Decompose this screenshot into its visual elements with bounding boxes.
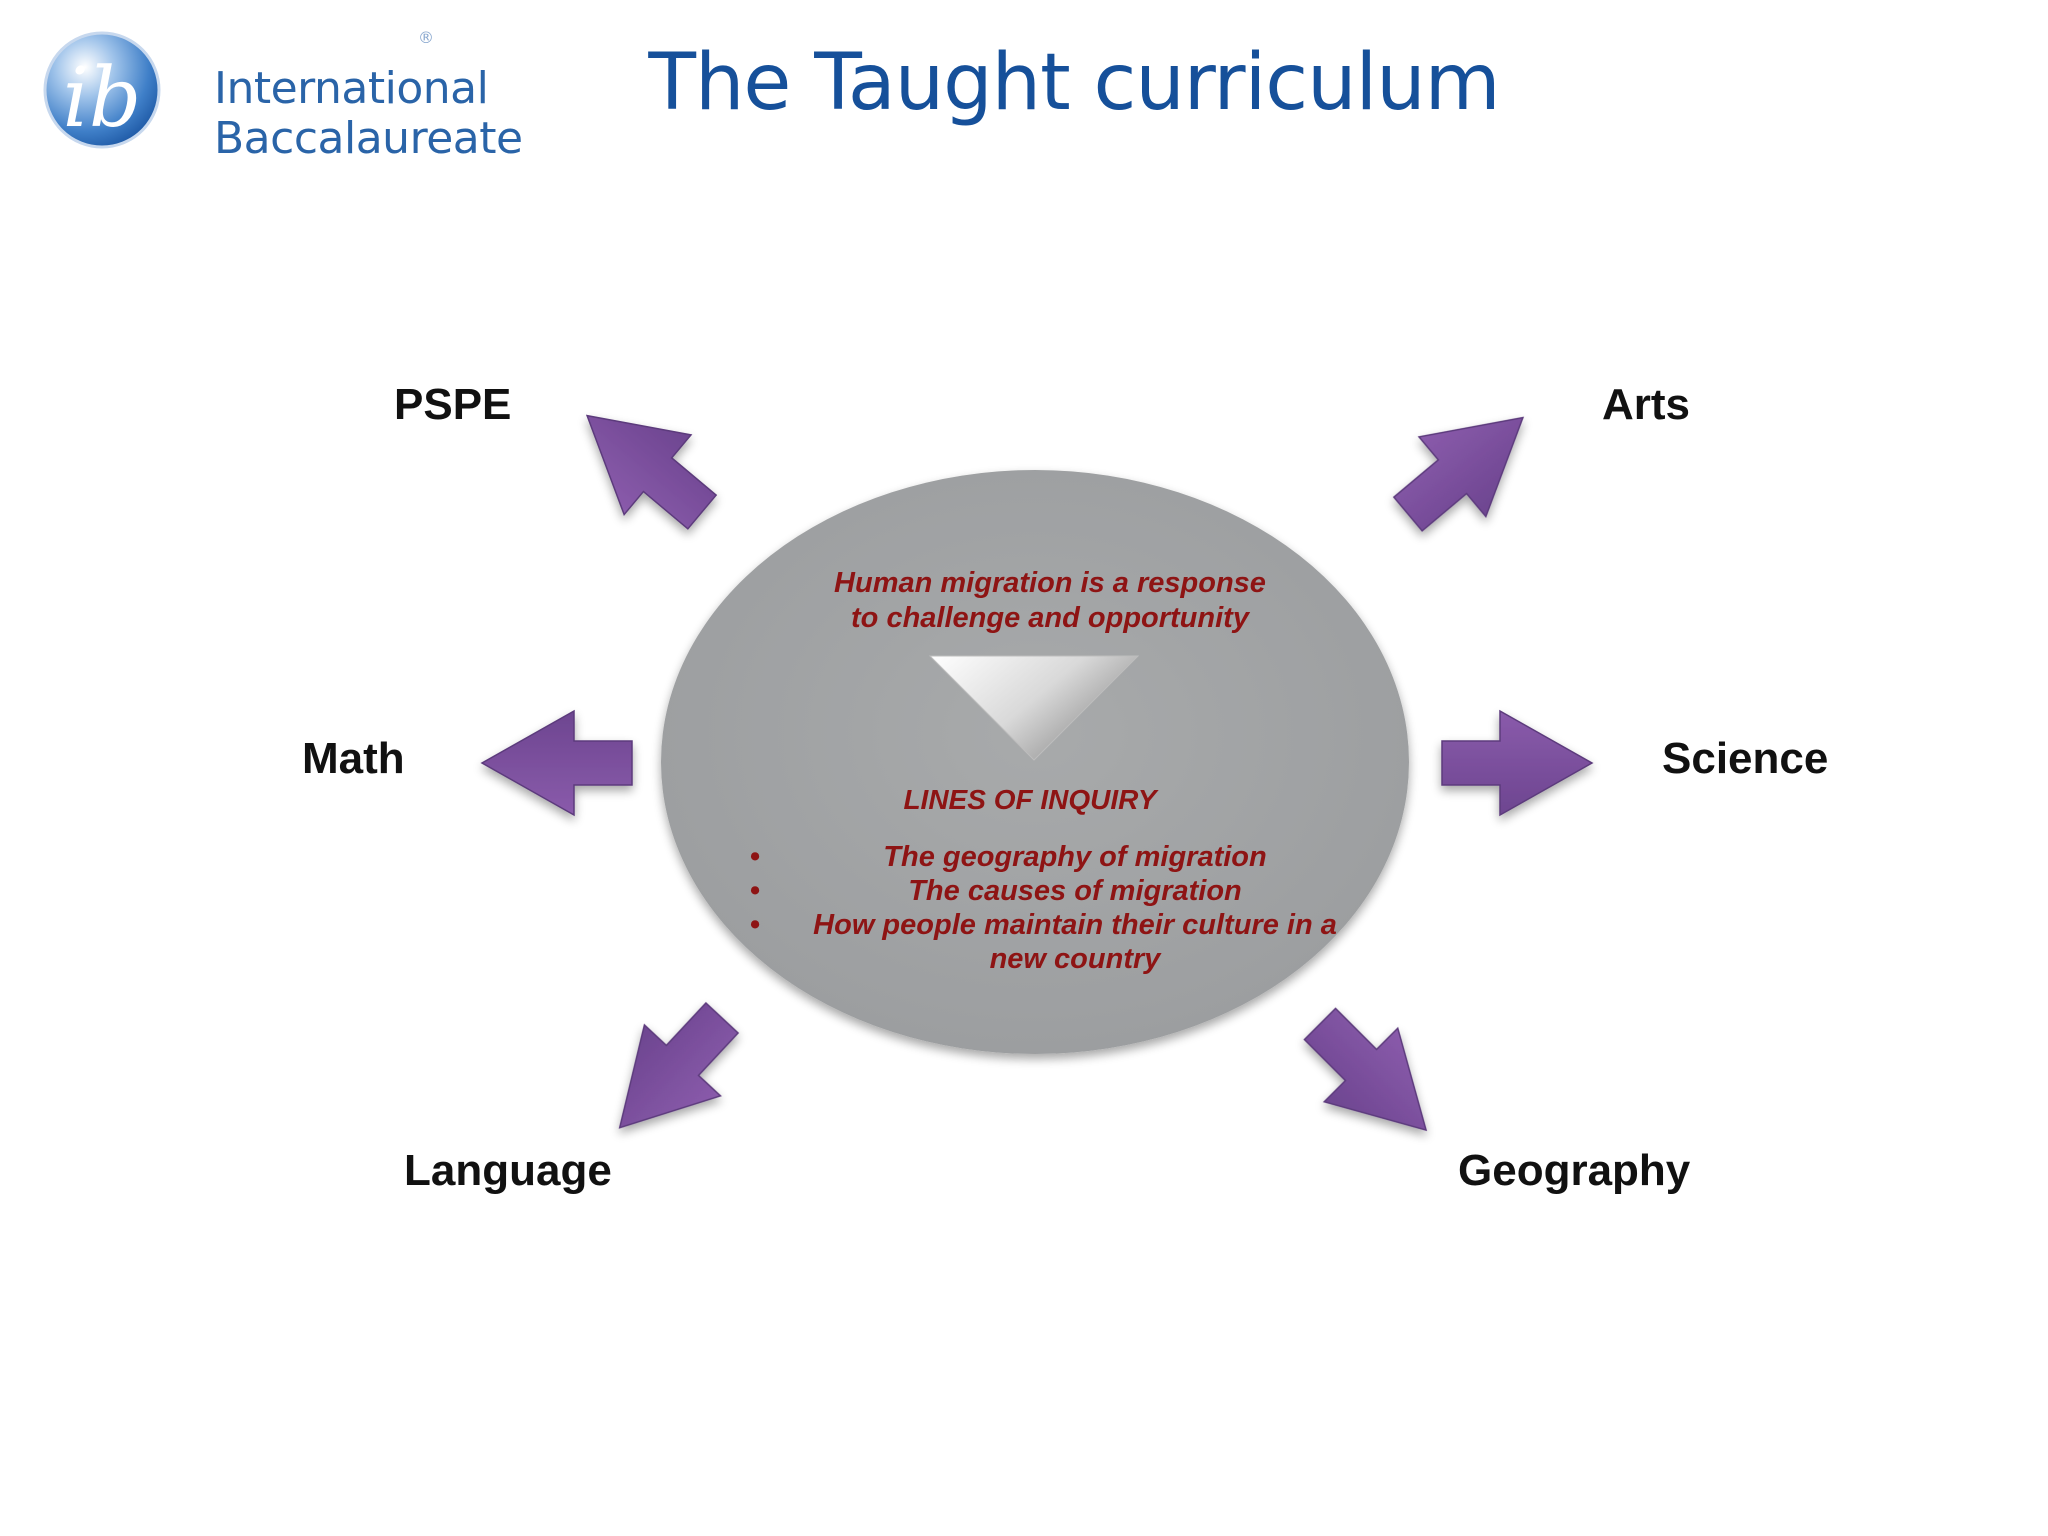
ib-globe-icon: ib bbox=[43, 31, 161, 149]
arrow-to-pspe-icon bbox=[552, 374, 737, 553]
bullet-icon: • bbox=[750, 841, 761, 873]
subject-math: Math bbox=[302, 734, 405, 783]
ib-mark: ib bbox=[63, 51, 142, 146]
lines-of-inquiry-heading: LINES OF INQUIRY bbox=[903, 784, 1157, 815]
central-idea: Human migration is a response to challen… bbox=[780, 566, 1320, 636]
list-item: • The geography of migration bbox=[740, 840, 1360, 874]
arrow-to-arts-icon bbox=[1373, 376, 1558, 555]
subject-geography: Geography bbox=[1458, 1146, 1691, 1195]
subject-arts: Arts bbox=[1602, 380, 1691, 429]
subject-language: Language bbox=[404, 1146, 612, 1195]
subject-pspe: PSPE bbox=[394, 380, 512, 429]
arrow-to-science-icon bbox=[1441, 710, 1593, 816]
arrow-to-language-icon bbox=[580, 981, 761, 1164]
arrow-to-math-icon bbox=[481, 710, 633, 816]
list-item: • How people maintain their culture in a… bbox=[740, 908, 1360, 976]
logo-line-1: International bbox=[214, 63, 489, 114]
arrow-to-geography-icon bbox=[1282, 986, 1464, 1168]
page-title: The Taught curriculum bbox=[648, 38, 1500, 128]
inquiry-line-2: The causes of migration bbox=[908, 875, 1242, 907]
central-idea-ellipse bbox=[661, 470, 1409, 1054]
registered-mark: ® bbox=[418, 28, 434, 47]
logo-line-2: Baccalaureate bbox=[214, 113, 523, 164]
central-idea-line-1: Human migration is a response bbox=[834, 567, 1266, 599]
bullet-icon: • bbox=[750, 875, 761, 907]
lines-of-inquiry-list: • The geography of migration • The cause… bbox=[740, 840, 1360, 976]
central-idea-line-2: to challenge and opportunity bbox=[851, 602, 1249, 634]
subject-science: Science bbox=[1662, 734, 1829, 783]
ib-wordmark: International Baccalaureate bbox=[214, 64, 523, 164]
inquiry-line-1: The geography of migration bbox=[883, 841, 1267, 873]
bullet-icon: • bbox=[750, 909, 761, 941]
ib-logo: ib International Baccalaureate ® bbox=[40, 28, 523, 164]
inquiry-line-3: How people maintain their culture in a n… bbox=[813, 909, 1337, 975]
list-item: • The causes of migration bbox=[740, 874, 1360, 908]
down-triangle-icon bbox=[928, 655, 1140, 761]
